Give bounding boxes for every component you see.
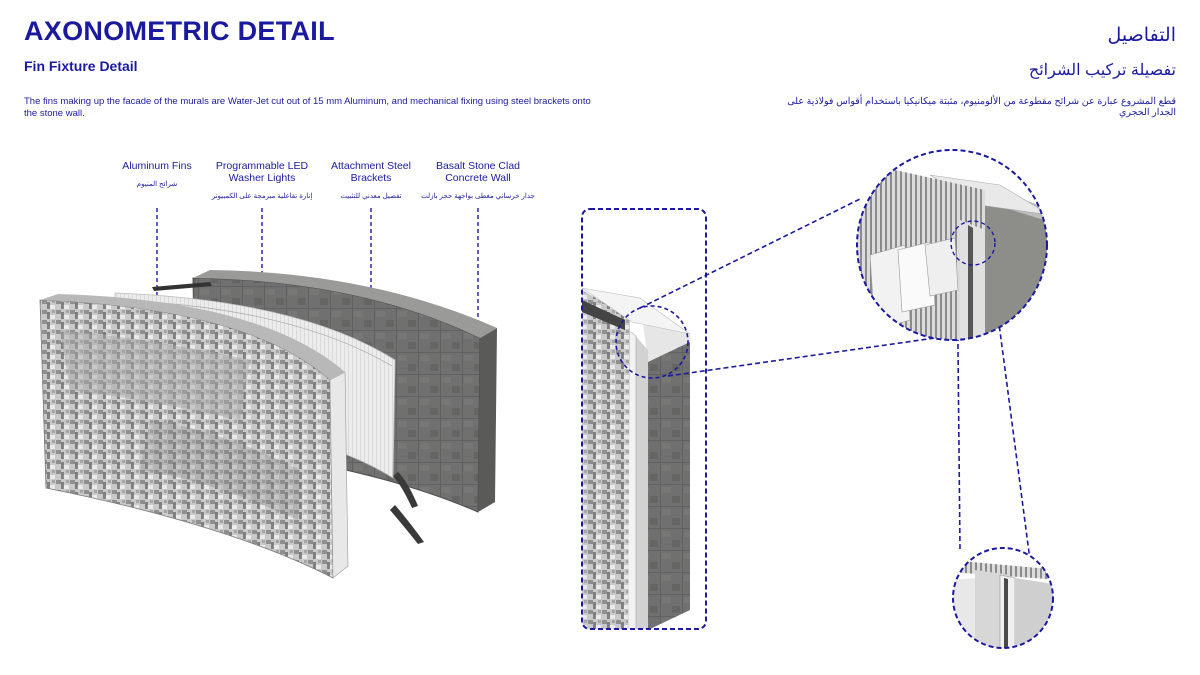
- steel-brackets-layer: [152, 282, 424, 544]
- aluminum-fins-layer: [39, 294, 349, 579]
- layer-label-arabic: إنارة تفاعلية مبرمجة على الكمبيوتر: [211, 193, 313, 200]
- zoom-column-view: [581, 208, 707, 630]
- layer-label-arabic: تفصيل معدني للتثبيت: [340, 193, 402, 200]
- description-text: The fins making up the facade of the mur…: [24, 96, 591, 119]
- description-text-arabic: قطع المشروع عبارة عن شرائح مقطوعة من الأ…: [787, 96, 1176, 118]
- layer-label-led-lights: Programmable LED Washer Lights إنارة تفا…: [202, 160, 322, 200]
- layer-label-text: Programmable LED Washer Lights: [215, 160, 309, 184]
- layer-label-stone-wall: Basalt Stone Clad Concrete Wall جدار خرس…: [418, 160, 538, 200]
- layer-label-arabic: جدار خرساني مغطى بواجهة حجر بازلت: [421, 193, 535, 200]
- layer-label-aluminum-fins: Aluminum Fins شرائح المنيوم: [97, 160, 217, 188]
- magnified-detail-top: [856, 149, 1048, 341]
- page-title-arabic: التفاصيل: [1107, 25, 1176, 46]
- layer-label-text: Aluminum Fins: [122, 160, 192, 172]
- layer-label-text: Basalt Stone Clad Concrete Wall: [435, 160, 521, 184]
- magnified-detail-bottom: [952, 547, 1054, 649]
- layer-label-arabic: شرائح المنيوم: [136, 181, 178, 188]
- page-subtitle-arabic: تفصيلة تركيب الشرائح: [1028, 62, 1176, 79]
- layer-label-text: Attachment Steel Brackets: [331, 160, 411, 184]
- page-subtitle: Fin Fixture Detail: [24, 58, 138, 74]
- page-title: AXONOMETRIC DETAIL: [24, 16, 335, 46]
- layer-label-steel-brackets: Attachment Steel Brackets تفصيل معدني لل…: [311, 160, 431, 200]
